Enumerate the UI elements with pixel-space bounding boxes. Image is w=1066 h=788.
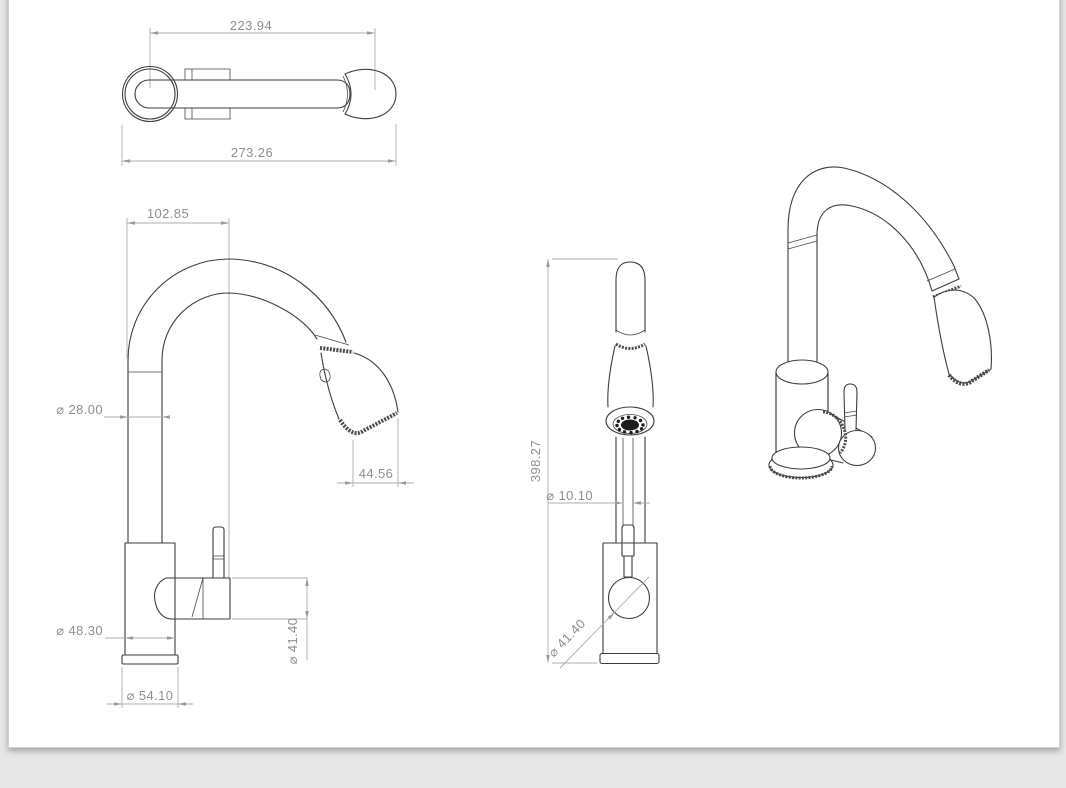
iso-handle-face (837, 429, 877, 467)
head-band-line (314, 334, 350, 346)
spout-neck (342, 75, 348, 113)
handle-lever (212, 526, 225, 579)
spout-inner-edge (161, 292, 318, 544)
head-clip (319, 368, 331, 383)
head-hatch-arc (615, 342, 646, 350)
dimension-handle-diameter: ⌀ 41.40 (232, 577, 309, 665)
iso-handle-seam (822, 410, 848, 455)
dimension-spray-head-width: 44.56 (337, 418, 414, 487)
dimension-spout-offset: 102.85 (126, 206, 230, 578)
front-view: 102.85 ⌀ 28.00 (56, 206, 414, 708)
dimension-base-diameter: ⌀ 54.10 (107, 667, 193, 708)
iso-spout (787, 166, 960, 363)
mount-flange-outer (121, 65, 179, 123)
head-hatch-band (319, 346, 354, 354)
top-view-geometry (121, 65, 397, 123)
spray-head (320, 352, 399, 420)
dimension-body-diameter: ⌀ 48.30 (56, 623, 175, 640)
head-taper (607, 345, 654, 408)
dimension-label: ⌀ 10.10 (546, 488, 593, 503)
pull-down-hose (622, 438, 634, 525)
nozzle-jets (615, 415, 645, 435)
spout-arm (134, 79, 351, 109)
dimension-hose-diameter: ⌀ 10.10 (546, 488, 650, 505)
spout-tube-front (615, 436, 646, 544)
spout-outer-edge (127, 258, 347, 544)
iso-nozzle-face (947, 368, 991, 386)
dimension-overall-width: 273.26 (121, 124, 397, 166)
iso-body-top (775, 359, 829, 385)
mount-flange-inner (124, 68, 176, 120)
drawing-sheet (8, 0, 1060, 748)
head-band-arc (615, 329, 646, 336)
dimension-label: ⌀ 41.40 (285, 618, 300, 665)
front-view-geometry (121, 258, 399, 665)
arm-tab-bottom (184, 108, 231, 120)
iso-lever-rod (843, 383, 858, 431)
handle-lever-front (621, 524, 635, 578)
iso-base-upper (771, 446, 831, 470)
dimension-label: ⌀ 48.30 (56, 623, 103, 638)
dimension-spout-diameter: ⌀ 28.00 (56, 402, 170, 419)
iso-spray-head (933, 289, 992, 384)
nozzle-rim (605, 406, 655, 436)
dimension-label: 102.85 (147, 206, 189, 221)
handle-lever-joint (213, 555, 224, 560)
side-view-geometry (599, 261, 660, 665)
iso-head-band (926, 268, 956, 282)
arm-tab-top (184, 68, 231, 80)
spray-head-top (344, 68, 397, 120)
dimension-label: 398.27 (528, 440, 543, 482)
spray-head-front (615, 261, 646, 333)
dimension-label: ⌀ 41.40 (545, 616, 588, 660)
top-view: 223.94 273.26 (121, 18, 397, 166)
dimension-label: 273.26 (231, 145, 273, 160)
dimension-width-between-centers: 223.94 (149, 18, 376, 90)
handle-housing-detail (191, 577, 204, 619)
iso-lever-joint (843, 410, 858, 418)
iso-spout-joint (787, 234, 818, 250)
faucet-body (124, 542, 176, 656)
handle-housing (153, 577, 231, 620)
base-plate (121, 654, 179, 665)
faucet-body-front (602, 542, 658, 654)
base-plate-front (599, 652, 660, 665)
dimension-label: 44.56 (359, 466, 394, 481)
side-view: 398.27 ⌀ 10.10 ⌀ 41.40 (528, 258, 660, 669)
nozzle-outlet (621, 419, 639, 431)
isometric-view (768, 166, 992, 480)
dimension-label: ⌀ 28.00 (56, 402, 103, 417)
dimension-overall-height: 398.27 (528, 258, 618, 664)
dimension-label: 223.94 (230, 18, 272, 33)
dimension-label: ⌀ 54.10 (127, 688, 174, 703)
nozzle-face (338, 411, 398, 436)
